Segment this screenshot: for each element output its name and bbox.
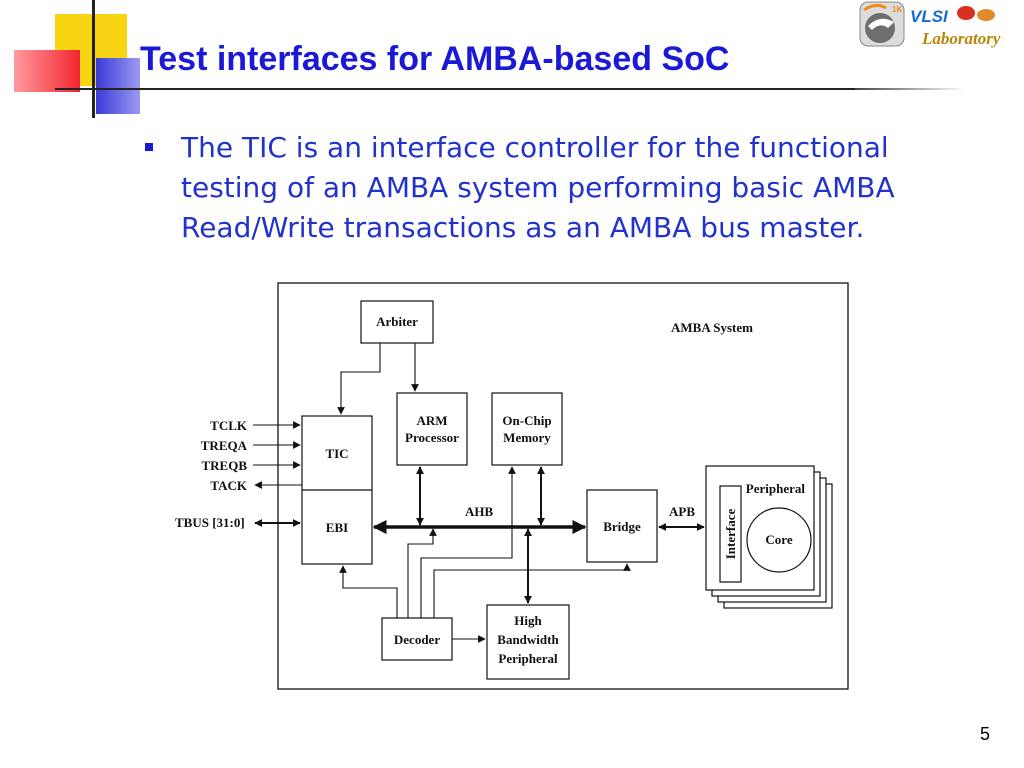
arm-label-line2: Processor	[405, 430, 459, 445]
apb-label: APB	[669, 504, 695, 519]
amba-system-label: AMBA System	[671, 320, 753, 335]
peripheral-label: Peripheral	[746, 481, 806, 496]
high-bandwidth-peripheral-block	[486, 604, 570, 680]
interface-block	[719, 485, 742, 583]
amba-system-frame	[277, 282, 849, 690]
logo-badge: 1K	[892, 5, 902, 14]
bullet-text: The TIC is an interface controller for t…	[181, 131, 895, 244]
bug-icon	[977, 9, 995, 21]
title-underline-fade	[855, 88, 965, 90]
onchip-memory-block	[491, 392, 563, 466]
signal-tack: TACK	[210, 478, 247, 493]
signal-treqa: TREQA	[201, 438, 248, 453]
arbiter-label: Arbiter	[376, 314, 418, 329]
arbiter-block	[360, 300, 434, 344]
ebi-label: EBI	[326, 520, 348, 535]
bridge-label: Bridge	[603, 519, 641, 534]
onchip-label-line2: Memory	[503, 430, 551, 445]
tbus-label: TBUS [31:0]	[175, 515, 245, 530]
title-underline	[55, 88, 855, 90]
deco-vertical-line	[92, 0, 95, 118]
logo-word-laboratory: Laboratory	[921, 29, 1001, 48]
arm-label-line1: ARM	[416, 413, 447, 428]
decoder-block	[381, 617, 453, 661]
tic-label: TIC	[325, 446, 348, 461]
core-circle	[746, 507, 812, 573]
page-number: 5	[980, 724, 991, 744]
interface-label: Interface	[723, 509, 738, 560]
logo-word-vlsi: VLSI	[910, 7, 949, 26]
signal-tclk: TCLK	[210, 418, 248, 433]
core-label: Core	[765, 532, 792, 547]
bullet-square-icon	[145, 143, 153, 151]
bridge-block	[586, 489, 658, 563]
onchip-label-line1: On-Chip	[502, 413, 551, 428]
amba-system-diagram: AMBA System Arbiter ARM Processor On-Chi…	[175, 268, 871, 696]
ahb-label: AHB	[465, 504, 494, 519]
hbp-label-line1: High	[514, 613, 542, 628]
hbp-label-line2: Bandwidth	[497, 632, 559, 647]
vlsi-laboratory-logo: 1K VLSI Laboratory	[859, 1, 1001, 48]
deco-red-square	[14, 50, 80, 92]
slide-title: Test interfaces for AMBA-based SoC	[140, 40, 730, 78]
hbp-label-line3: Peripheral	[498, 651, 558, 666]
ladybug-icon	[957, 6, 975, 20]
deco-blue-square	[96, 58, 140, 114]
signal-treqb: TREQB	[201, 458, 247, 473]
decoder-label: Decoder	[394, 632, 440, 647]
arm-processor-block	[396, 392, 468, 466]
